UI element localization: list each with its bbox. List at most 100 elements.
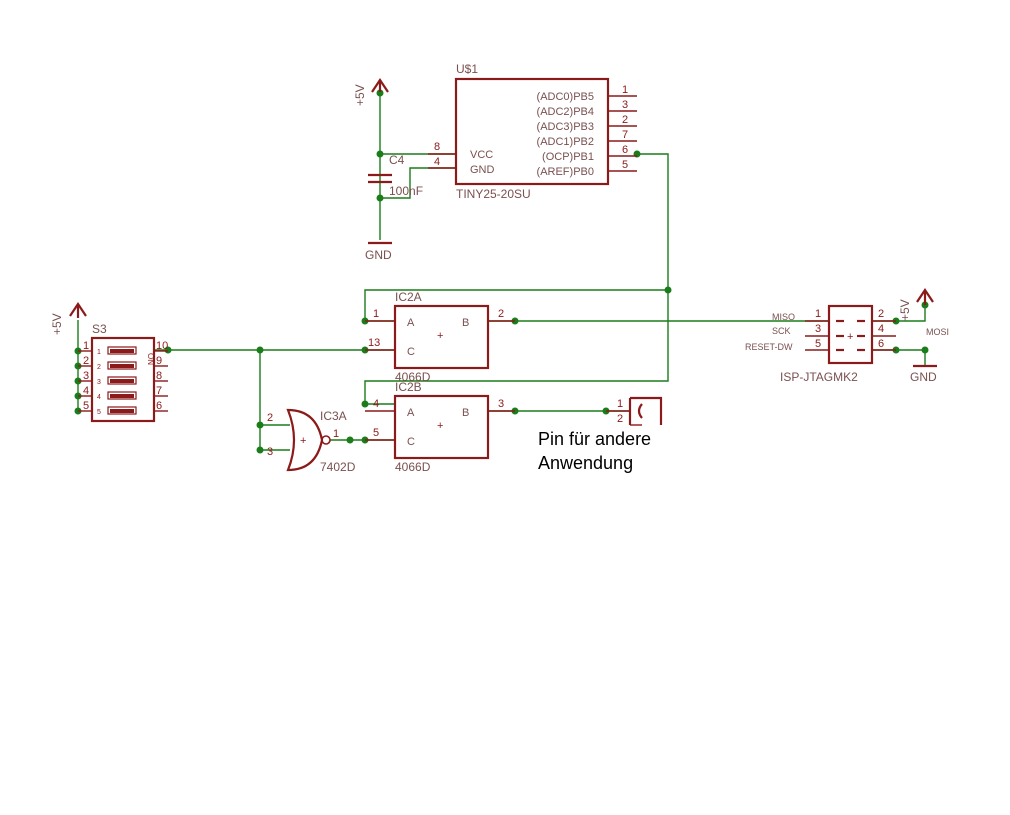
svg-text:+: + xyxy=(300,435,306,447)
s3-switch-num: 1 xyxy=(97,349,101,356)
ic-u1-tiny25: U$1 TINY25-20SU VCC GND 8 4 (ADC0)PB51(A… xyxy=(428,62,637,201)
pin-header-jp: 1 2 xyxy=(606,396,663,426)
s3-right-num: 9 xyxy=(156,355,162,367)
svg-text:2: 2 xyxy=(498,308,504,320)
dip-switch-lever[interactable] xyxy=(107,376,137,385)
svg-text:MOSI: MOSI xyxy=(926,327,949,337)
svg-text:ISP-JTAGMK2: ISP-JTAGMK2 xyxy=(780,370,858,384)
svg-text:VCC: VCC xyxy=(470,149,493,161)
u1-pin-number: 3 xyxy=(622,99,628,111)
dip-switch-lever[interactable] xyxy=(107,406,137,415)
s3-switch-num: 5 xyxy=(97,409,101,416)
svg-text:IC2A: IC2A xyxy=(395,290,422,304)
svg-text:1: 1 xyxy=(617,398,623,410)
svg-text:1: 1 xyxy=(373,308,379,320)
svg-text:C: C xyxy=(407,346,415,358)
u1-pin-number: 6 xyxy=(622,144,628,156)
svg-text:IC3A: IC3A xyxy=(320,409,347,423)
s3-right-num: 8 xyxy=(156,370,162,382)
svg-text:6: 6 xyxy=(878,338,884,350)
svg-text:+5V: +5V xyxy=(353,84,367,106)
svg-text:3: 3 xyxy=(815,323,821,335)
u1-pin-number: 7 xyxy=(622,129,628,141)
svg-text:3: 3 xyxy=(267,446,273,458)
svg-text:5: 5 xyxy=(373,427,379,439)
svg-text:5: 5 xyxy=(815,338,821,350)
s3-left-num: 5 xyxy=(83,400,89,412)
capacitor-c4: C4 100nF xyxy=(368,153,423,198)
u1-pin-number: 1 xyxy=(622,84,628,96)
svg-text:ON: ON xyxy=(146,353,155,365)
svg-text:GND: GND xyxy=(910,370,937,384)
dip-switch-lever[interactable] xyxy=(107,391,137,400)
svg-text:4: 4 xyxy=(373,398,379,410)
s3-left-num: 2 xyxy=(83,355,89,367)
svg-text:3: 3 xyxy=(498,398,504,410)
u1-pin-number: 2 xyxy=(622,114,628,126)
svg-text:U$1: U$1 xyxy=(456,62,478,76)
s3-switch-num: 3 xyxy=(97,379,101,386)
svg-text:7402D: 7402D xyxy=(320,460,356,474)
u1-pin-label: (OCP)PB1 xyxy=(542,151,594,163)
svg-text:B: B xyxy=(462,407,469,419)
svg-text:C4: C4 xyxy=(389,153,405,167)
svg-text:4066D: 4066D xyxy=(395,460,431,474)
svg-text:2: 2 xyxy=(878,308,884,320)
svg-text:B: B xyxy=(462,317,469,329)
note-line-1: Pin für andere xyxy=(538,429,651,449)
svg-text:4: 4 xyxy=(878,323,884,335)
power-5v-s3: +5V xyxy=(50,302,87,335)
svg-text:4066D: 4066D xyxy=(395,370,431,384)
isp-header: ISP-JTAGMK2 + 1 3 5 2 4 6 MISO SCK RESET… xyxy=(745,304,949,384)
gnd-top: GND xyxy=(365,241,392,262)
svg-text:+: + xyxy=(437,420,443,432)
u1-pin-label: (ADC3)PB3 xyxy=(537,121,594,133)
svg-text:100nF: 100nF xyxy=(389,184,423,198)
u1-pin-number: 5 xyxy=(622,159,628,171)
svg-text:1: 1 xyxy=(333,428,339,440)
svg-text:4: 4 xyxy=(434,156,440,168)
svg-text:+5V: +5V xyxy=(50,313,64,335)
s3-left-num: 3 xyxy=(83,370,89,382)
s3-right-num: 7 xyxy=(156,385,162,397)
svg-text:8: 8 xyxy=(434,141,440,153)
svg-text:+5V: +5V xyxy=(898,299,912,321)
dip-switch-lever[interactable] xyxy=(107,346,137,355)
dip-switch-lever[interactable] xyxy=(107,361,137,370)
svg-text:S3: S3 xyxy=(92,322,107,336)
svg-text:2: 2 xyxy=(617,413,623,425)
s3-switch-num: 2 xyxy=(97,364,101,371)
switch-ic2a-4066: IC2A 4066D A B C + 1 2 13 xyxy=(365,290,515,384)
power-5v-isp: +5V xyxy=(898,288,934,321)
svg-text:13: 13 xyxy=(368,337,380,349)
svg-text:TINY25-20SU: TINY25-20SU xyxy=(456,187,531,201)
svg-text:+: + xyxy=(437,330,443,342)
nor-gate-ic3a: IC3A 7402D + 2 3 1 xyxy=(267,408,356,474)
u1-pin-label: (ADC2)PB4 xyxy=(537,106,594,118)
svg-text:2: 2 xyxy=(267,412,273,424)
u1-pin-label: (ADC1)PB2 xyxy=(537,136,594,148)
note-line-2: Anwendung xyxy=(538,453,633,473)
svg-text:+: + xyxy=(847,331,853,343)
svg-text:A: A xyxy=(407,317,415,329)
s3-left-num: 1 xyxy=(83,340,89,352)
s3-right-num: 10 xyxy=(156,340,168,352)
wires xyxy=(77,93,926,451)
svg-text:MISO: MISO xyxy=(772,312,795,322)
svg-text:C: C xyxy=(407,436,415,448)
s3-switch-num: 4 xyxy=(97,394,101,401)
gnd-isp: GND xyxy=(910,364,937,384)
svg-text:1: 1 xyxy=(815,308,821,320)
power-5v-top: +5V xyxy=(353,78,389,106)
svg-text:SCK: SCK xyxy=(772,326,791,336)
svg-text:RESET-DW: RESET-DW xyxy=(745,342,793,352)
svg-text:GND: GND xyxy=(365,248,392,262)
svg-text:IC2B: IC2B xyxy=(395,380,422,394)
u1-pin-label: (ADC0)PB5 xyxy=(537,91,594,103)
switch-ic2b-4066: IC2B 4066D A B C + 4 3 5 xyxy=(365,380,515,474)
s3-right-num: 6 xyxy=(156,400,162,412)
dip-switch-s3[interactable]: S3 ON 1 10 1 2 9 2 3 8 3 4 7 4 5 6 5 xyxy=(78,322,168,423)
svg-text:A: A xyxy=(407,407,415,419)
s3-left-num: 4 xyxy=(83,385,89,397)
